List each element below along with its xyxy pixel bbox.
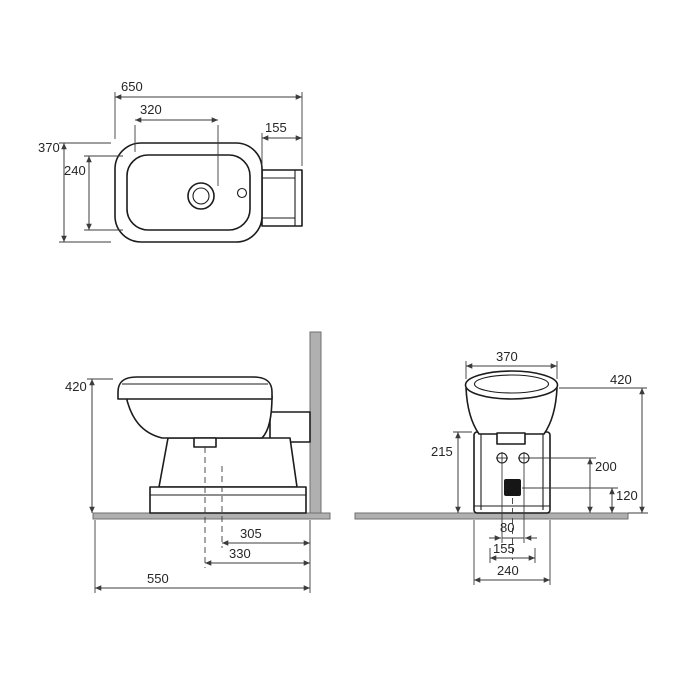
dim-overall-width-370: 370 (38, 140, 111, 243)
wall (309, 331, 322, 514)
dim-bracket-155: 155 (261, 120, 302, 166)
plinth (149, 486, 307, 514)
dim-height-420-side: 420 (65, 378, 113, 513)
drain-fitting (193, 437, 217, 448)
dim-240: 240 (473, 520, 551, 585)
drain-inner-circle (192, 187, 210, 205)
dim-label-370: 370 (496, 349, 518, 364)
bidet-rear (464, 370, 559, 560)
dim-rim-width-370: 370 (465, 349, 558, 379)
dim-label-155: 155 (265, 120, 287, 135)
dim-215: 215 (431, 431, 472, 513)
bowl-profile (125, 395, 273, 439)
dim-label-200: 200 (595, 459, 617, 474)
rim-inner (473, 374, 550, 394)
dim-550: 550 (94, 520, 310, 593)
wall-spud (269, 411, 311, 443)
floor (354, 512, 629, 520)
dim-120: 120 (522, 487, 638, 513)
dim-bowl-width-240: 240 (64, 155, 123, 231)
dim-label-240: 240 (64, 163, 86, 178)
dim-overall-length-650: 650 (114, 79, 303, 166)
dim-label-320: 320 (140, 102, 162, 117)
waste-outlet (504, 479, 521, 496)
dim-label-550: 550 (147, 571, 169, 586)
pedestal (158, 437, 298, 488)
dim-label-120: 120 (616, 488, 638, 503)
dim-label-330: 330 (229, 546, 251, 561)
dim-label-80: 80 (500, 520, 514, 535)
bidet-side (117, 376, 311, 568)
dim-155: 155 (489, 541, 536, 563)
drain-outer-circle (187, 182, 215, 210)
dim-label-420: 420 (610, 372, 632, 387)
dim-200: 200 (530, 457, 617, 513)
dim-label-370: 370 (38, 140, 60, 155)
dim-80: 80 (489, 464, 537, 543)
dim-330: 330 (205, 546, 310, 566)
dim-label-155: 155 (493, 541, 515, 556)
floor (92, 512, 331, 520)
rim-profile (117, 376, 273, 400)
rear-view: 370 420 215 200 120 80 (354, 349, 648, 585)
dim-label-215: 215 (431, 444, 453, 459)
bowl-exterior (465, 387, 558, 435)
tap-hole (236, 187, 248, 199)
rim-outer (464, 370, 559, 400)
bidet-plan (114, 142, 303, 243)
dim-label-650: 650 (121, 79, 143, 94)
dim-label-240: 240 (497, 563, 519, 578)
dim-bowl-length-320: 320 (134, 102, 219, 186)
side-view: 420 305 330 550 (65, 331, 331, 593)
dim-height-420-rear: 420 (559, 372, 647, 513)
spud-cover (496, 432, 526, 445)
dim-305: 305 (222, 520, 311, 593)
dim-label-420: 420 (65, 379, 87, 394)
dim-label-305: 305 (240, 526, 262, 541)
top-view: 650 320 155 370 240 (38, 79, 303, 243)
